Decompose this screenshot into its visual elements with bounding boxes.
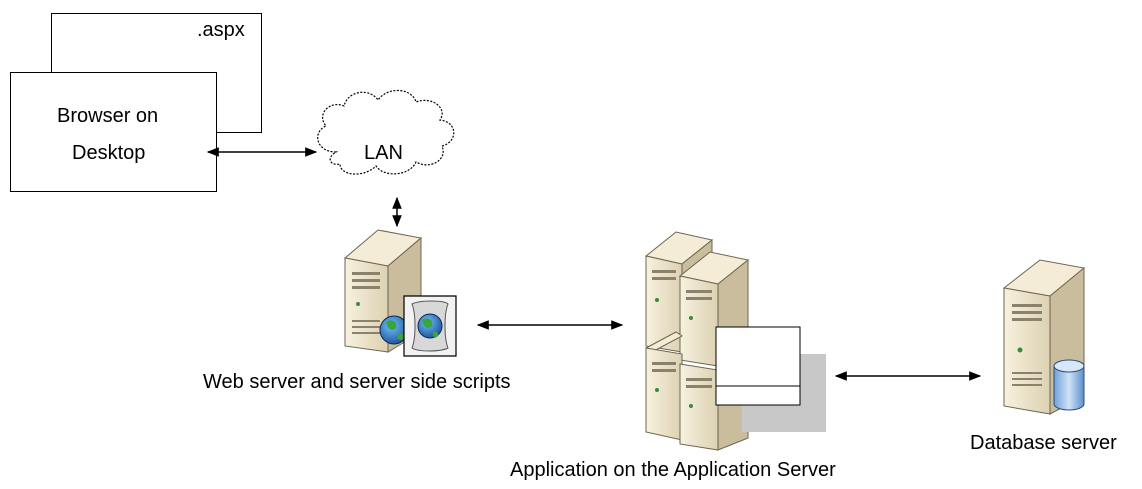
app-server-label: Application on the Application Server [510,459,836,481]
web-server-label: Web server and server side scripts [203,371,511,393]
document-icon [403,295,457,357]
lan-cloud-icon [317,89,455,175]
aspx-label: .aspx [197,19,245,41]
globe-icon [379,315,409,345]
database-cylinder-icon [1053,359,1085,411]
browser-label-line1: Browser on [57,105,159,127]
application-window-icon [715,326,826,432]
application-server-cluster-icon [644,231,750,451]
db-server-label: Database server [970,432,1117,454]
browser-box [10,72,217,192]
lan-label: LAN [364,142,403,164]
browser-label-line2: Desktop [72,142,146,164]
